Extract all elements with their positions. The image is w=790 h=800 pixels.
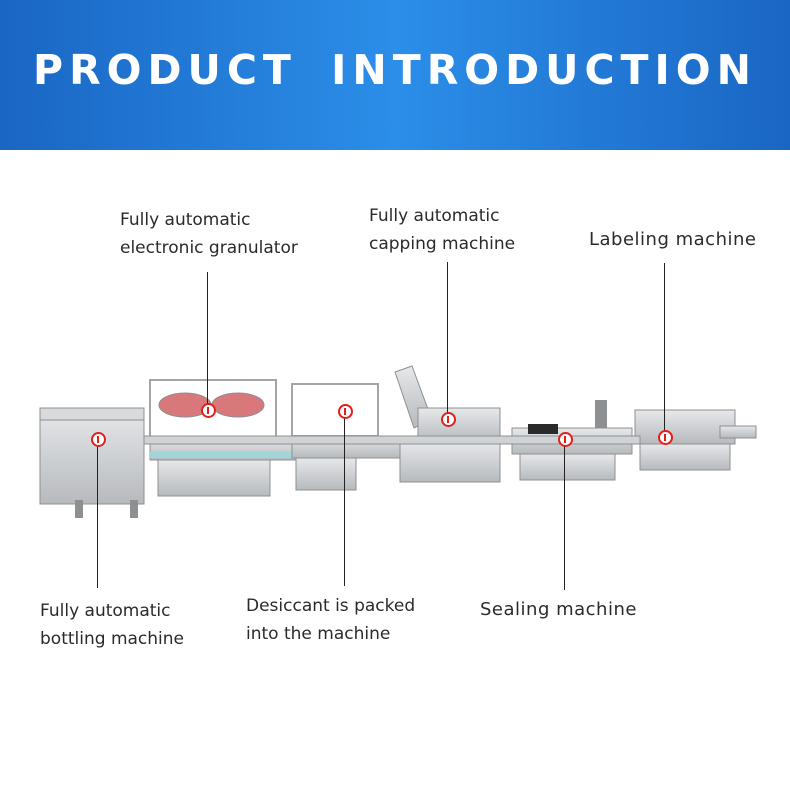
marker-desiccant	[338, 404, 353, 419]
header-banner: PRODUCT INTRODUCTION	[0, 0, 790, 150]
desiccant-machine-frame	[291, 383, 379, 437]
callout-bottling: Fully automatic bottling machine	[40, 601, 184, 649]
page-title: PRODUCT INTRODUCTION	[33, 46, 757, 94]
leader-line-labeling	[664, 263, 665, 435]
callout-capping: Fully automatic capping machine	[369, 206, 516, 254]
marker-bottling	[91, 432, 106, 447]
marker-capping	[441, 412, 456, 427]
bottling-machine-body	[39, 407, 145, 505]
granulator-bowl-right	[211, 392, 265, 418]
production-line-illustration	[39, 365, 757, 518]
leader-line-capping	[447, 262, 448, 417]
callout-sealing: Sealing machine	[480, 599, 637, 620]
callout-desiccant: Desiccant is packed into the machine	[246, 596, 416, 644]
leader-line-desiccant	[344, 412, 345, 586]
leader-line-sealing	[564, 440, 565, 590]
marker-granulator	[201, 403, 216, 418]
marker-sealing	[558, 432, 573, 447]
marker-labeling	[658, 430, 673, 445]
callout-labeling: Labeling machine	[589, 229, 757, 250]
leader-line-granulator	[207, 272, 208, 408]
conveyor	[143, 435, 641, 445]
callout-granulator: Fully automatic electronic granulator	[120, 210, 298, 258]
leader-line-bottling	[97, 440, 98, 588]
